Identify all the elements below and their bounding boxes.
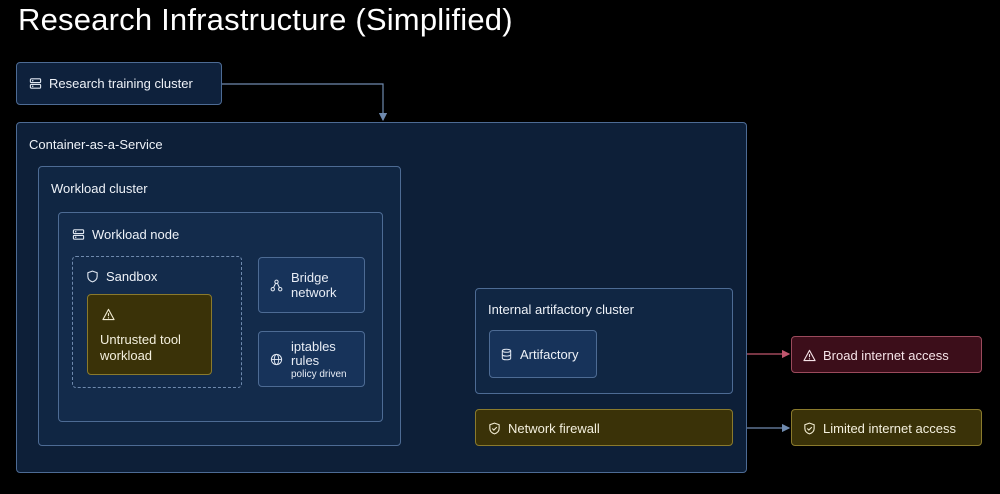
connector-research-to-caas [222, 83, 388, 122]
research-training-cluster-label: Research training cluster [49, 76, 193, 91]
limited-internet-access-box[interactable]: Limited internet access [791, 409, 982, 446]
iptables-label-line1: iptables [291, 339, 336, 354]
artifactory-cluster-label: Internal artifactory cluster [488, 302, 634, 317]
shield-check-icon [803, 422, 816, 435]
artifactory-box[interactable]: Artifactory [489, 330, 597, 378]
network-icon [270, 279, 283, 292]
iptables-rules-box[interactable]: iptables rules policy driven [258, 331, 365, 387]
broad-internet-access-label: Broad internet access [823, 348, 949, 363]
caas-label: Container-as-a-Service [29, 137, 163, 152]
iptables-sublabel: policy driven [291, 369, 347, 380]
untrusted-tool-label-line2: workload [100, 348, 153, 363]
untrusted-tool-workload-box[interactable]: Untrusted tool workload [87, 294, 212, 375]
sandbox-label: Sandbox [106, 269, 158, 284]
database-icon [500, 348, 513, 361]
globe-icon [270, 353, 283, 366]
warning-icon [803, 349, 816, 362]
sandbox-box: Sandbox [72, 256, 242, 388]
network-firewall-label: Network firewall [508, 421, 600, 436]
broad-internet-access-box[interactable]: Broad internet access [791, 336, 982, 373]
shield-icon [86, 270, 99, 283]
untrusted-tool-label-line1: Untrusted tool [100, 332, 181, 347]
research-training-cluster-box[interactable]: Research training cluster [16, 62, 222, 105]
bridge-network-box[interactable]: Bridge network [258, 257, 365, 313]
workload-cluster-label: Workload cluster [51, 181, 148, 196]
network-firewall-box[interactable]: Network firewall [475, 409, 733, 446]
server-icon [72, 228, 85, 241]
warning-icon [102, 308, 115, 321]
bridge-label-line1: Bridge [291, 270, 329, 285]
iptables-label-line2: rules [291, 353, 320, 368]
workload-node-label: Workload node [92, 227, 180, 242]
artifactory-label: Artifactory [520, 347, 579, 362]
bridge-label-line2: network [291, 285, 337, 300]
server-icon [29, 77, 42, 90]
limited-internet-access-label: Limited internet access [823, 421, 956, 436]
shield-check-icon [488, 422, 501, 435]
page-title: Research Infrastructure (Simplified) [18, 2, 513, 37]
